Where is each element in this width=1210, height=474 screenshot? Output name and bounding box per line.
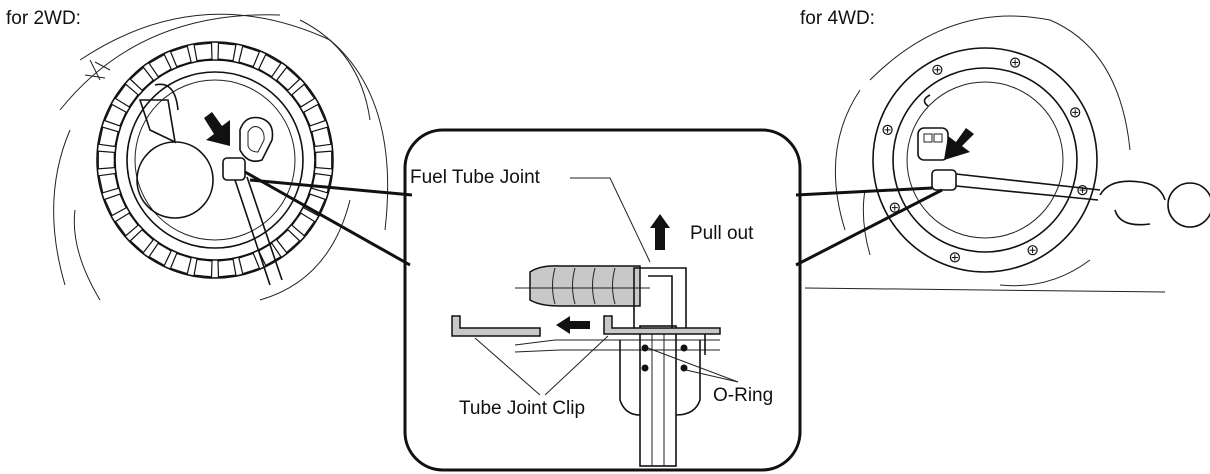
ring-tooth [275,66,301,92]
ring-tooth [303,193,327,217]
push-arrow-icon-2wd [204,112,230,146]
ring-tooth [311,172,332,194]
ring-tooth [129,66,155,92]
ring-tooth [114,83,139,108]
title-4wd: for 4WD: [800,8,875,29]
ring-tooth [148,53,172,78]
fuel-pump-4wd-illustration [804,15,1210,293]
push-arrow-icon-4wd [944,128,974,160]
ring-tooth [303,103,327,127]
tube-joint-cross-section [451,177,739,467]
ring-tooth [291,83,316,108]
o-ring-dot [641,344,649,352]
o-ring-dot [680,344,688,352]
ring-tooth [103,193,127,217]
label-o-ring: O-Ring [713,385,774,406]
ring-tooth [291,212,316,237]
pull-out-arrow-icon [650,214,670,250]
ring-tooth [193,258,213,278]
title-2wd: for 2WD: [6,8,81,29]
bolt-cross [1072,109,1079,116]
ring-tooth [315,150,333,170]
ring-tooth [193,42,213,62]
label-tube-joint-clip: Tube Joint Clip [459,398,586,419]
ring-tooth [97,150,115,170]
ring-tooth [148,242,172,267]
ring-tooth [258,242,282,267]
ring-teeth [97,42,333,278]
ring-tooth [98,126,119,148]
fuel-pump-2wd-illustration [53,13,389,301]
ring-tooth [238,252,261,275]
bolt-cross [1029,247,1036,254]
ring-tooth [258,53,282,78]
ring-tooth [103,103,127,127]
bolt-cross [934,66,941,73]
flange-bolts [882,57,1088,263]
o-ring-dot [641,364,649,372]
ring-tooth [275,228,301,254]
ring-tooth [238,45,261,68]
bolt-cross [891,204,898,211]
ring-tooth [129,228,155,254]
ring-tooth [114,212,139,237]
ring-tooth [169,252,192,275]
ring-tooth [217,258,237,278]
ring-tooth [217,42,237,62]
label-fuel-tube-joint: Fuel Tube Joint [410,167,540,188]
bolt-cross [951,254,958,261]
bolt-cross [1012,59,1019,66]
ring-tooth [311,126,332,148]
o-ring-dot [680,364,688,372]
bolt-cross [884,126,891,133]
ring-tooth [98,172,119,194]
ring-tooth [169,45,192,68]
label-pull-out: Pull out [690,223,754,244]
slide-arrow-icon [556,316,590,334]
